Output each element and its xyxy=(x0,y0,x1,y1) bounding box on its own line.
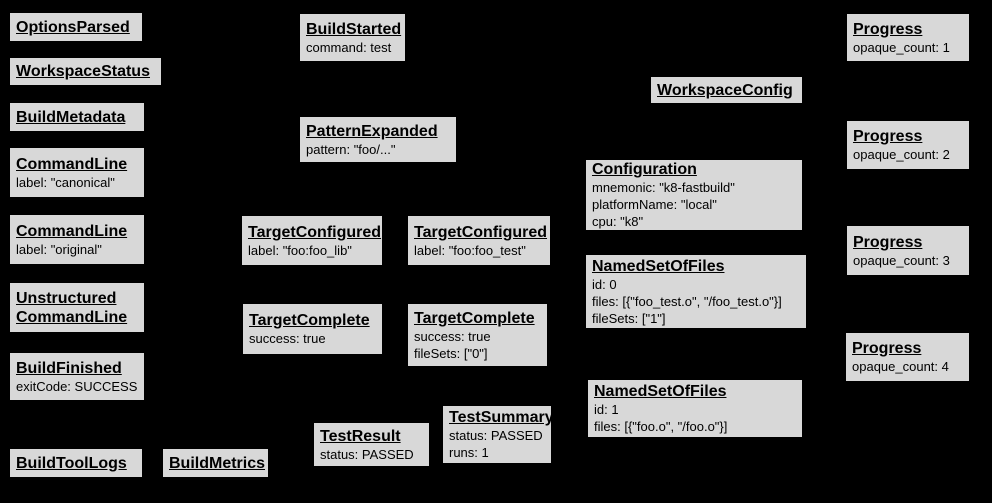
node-field: status: PASSED xyxy=(449,428,543,443)
node-field: success: true xyxy=(414,328,491,344)
node-title: Progress xyxy=(852,340,922,357)
node-field: cpu: "k8" xyxy=(592,214,644,229)
node-title: NamedSetOfFiles xyxy=(592,257,725,275)
node-field: pattern: "foo/..." xyxy=(306,141,396,157)
node-title: TargetComplete xyxy=(249,312,370,329)
event-node-test-summary: TestSummary status: PASSED runs: 1 xyxy=(442,405,554,464)
node-title: CommandLine xyxy=(16,155,128,173)
node-title: BuildStarted xyxy=(306,20,402,38)
node-title: Unstructured xyxy=(16,289,117,307)
event-node-options-parsed: OptionsParsed xyxy=(9,12,143,42)
node-field: runs: 1 xyxy=(449,445,489,460)
node-title: CommandLine xyxy=(16,308,128,326)
node-title: NamedSetOfFiles xyxy=(594,383,727,400)
node-title: WorkspaceConfig xyxy=(657,81,793,99)
event-node-progress-2: Progress opaque_count: 2 xyxy=(846,120,970,170)
node-title: BuildMetadata xyxy=(16,108,126,126)
node-field: label: "canonical" xyxy=(16,174,115,190)
node-field: files: [{"foo_test.o", "/foo_test.o"}] xyxy=(592,293,782,309)
event-node-progress-4: Progress opaque_count: 4 xyxy=(845,332,970,382)
event-node-build-metadata: BuildMetadata xyxy=(9,102,145,132)
node-field: id: 0 xyxy=(592,276,617,292)
node-field: mnemonic: "k8-fastbuild" xyxy=(592,180,735,195)
node-field: command: test xyxy=(306,39,392,55)
node-field: opaque_count: 4 xyxy=(852,359,949,374)
node-field: fileSets: ["1"] xyxy=(592,310,666,326)
node-title: Progress xyxy=(853,128,923,145)
node-title: Progress xyxy=(853,20,923,38)
node-title: WorkspaceStatus xyxy=(16,63,150,80)
event-node-workspace-config: WorkspaceConfig xyxy=(650,76,803,104)
node-title: TestResult xyxy=(320,427,401,445)
node-title: TargetComplete xyxy=(414,309,535,327)
node-title: BuildFinished xyxy=(16,359,122,377)
node-field: platformName: "local" xyxy=(592,197,717,212)
node-title: Configuration xyxy=(592,161,697,178)
node-field: opaque_count: 3 xyxy=(853,252,950,268)
node-field: exitCode: SUCCESS xyxy=(16,378,138,394)
node-field: fileSets: ["0"] xyxy=(414,345,488,361)
node-field: label: "foo:foo_test" xyxy=(414,242,526,258)
node-title: Progress xyxy=(853,233,923,251)
event-node-build-tool-logs: BuildToolLogs xyxy=(9,448,143,478)
node-field: label: "foo:foo_lib" xyxy=(248,242,352,258)
node-title: OptionsParsed xyxy=(16,18,130,36)
node-title: TargetConfigured xyxy=(414,223,548,241)
event-node-workspace-status: WorkspaceStatus xyxy=(9,57,162,86)
node-title: BuildToolLogs xyxy=(16,454,127,472)
event-node-configuration: Configuration mnemonic: "k8-fastbuild" pla… xyxy=(585,159,803,231)
event-node-named-set-of-files-1: NamedSetOfFiles id: 1 files: [{"foo.o", "/… xyxy=(587,379,803,438)
node-field: success: true xyxy=(249,331,326,346)
node-field: opaque_count: 1 xyxy=(853,39,950,55)
node-field: status: PASSED xyxy=(320,446,414,462)
node-title: TestSummary xyxy=(449,409,554,426)
node-field: opaque_count: 2 xyxy=(853,147,950,162)
node-title: CommandLine xyxy=(16,222,128,240)
node-field: id: 1 xyxy=(594,402,619,417)
node-field: files: [{"foo.o", "/foo.o"}] xyxy=(594,419,728,434)
event-node-target-complete-foo-lib: TargetComplete success: true xyxy=(242,303,383,355)
node-title: PatternExpanded xyxy=(306,122,438,140)
node-title: TargetConfigured xyxy=(248,223,382,241)
node-field: label: "original" xyxy=(16,241,102,257)
event-node-build-metrics: BuildMetrics xyxy=(162,448,269,478)
node-title: BuildMetrics xyxy=(169,454,266,472)
